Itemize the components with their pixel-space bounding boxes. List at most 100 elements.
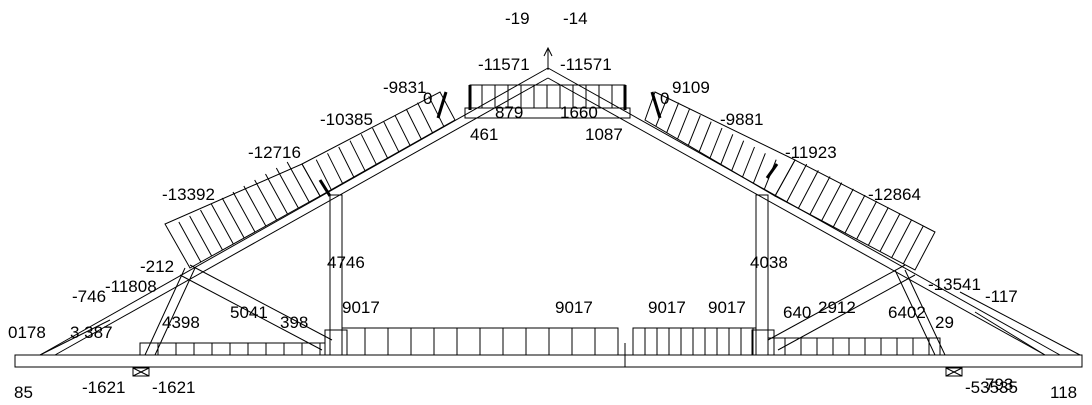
right-rafter-marker-top [650,91,662,119]
label-strut-left-b: -746 [72,287,106,306]
hatch-line [275,167,299,209]
hatch-line [405,108,422,140]
force-labels: -19 -14 -11571 -11571 -9831 0 9109 0 879… [8,9,1077,402]
hatch-line [879,213,901,252]
hatch-line [844,194,866,234]
left-rafter-bottom [54,77,549,356]
right-support [945,367,963,377]
label-tie-1: 9017 [342,298,380,317]
right-post-band [751,329,775,356]
label-post-left: 4746 [327,253,365,272]
right-strut-short-2 [894,269,936,356]
left-rafter-top [39,67,549,356]
label-rafter-right-4: -12864 [868,185,921,204]
hatch-line [687,115,701,146]
hatch-line [742,146,755,178]
right-rafter-bottom [547,77,1046,356]
label-strut-left-c: -11808 [105,277,157,296]
label-rafter-left-1: -9831 [383,78,426,97]
tie-band-mid-right [632,327,757,356]
hatch-line [394,115,411,146]
hatch-line [797,170,819,209]
hatch-line [709,127,723,159]
label-tie-2: 9017 [555,298,593,317]
hatch-line [856,200,878,240]
hatch-line [902,225,924,265]
rafter-band-hatching [178,96,924,265]
hatch-line [232,191,256,233]
label-support-right-b: 118 [1050,383,1077,402]
label-rafter-left-1b: 0 [423,89,432,108]
label-tie-3: 9017 [648,298,686,317]
label-support-left-b: -1621 [152,378,195,397]
left-rafter-marker [318,179,332,197]
label-rafter-left-4: -13392 [162,185,215,204]
hatch-line [417,102,433,133]
hatch-line [867,207,889,246]
hatch-line [286,161,310,203]
label-apex-left: -11571 [478,55,530,74]
apex-arrow [543,46,553,57]
hatch-line [189,215,213,257]
hatch-line [383,121,400,152]
hatch-line [178,221,202,263]
label-post-right: 4038 [750,253,788,272]
left-post [329,194,343,356]
label-collar-under-left: 461 [470,125,498,144]
label-strut-right-a: 640 [783,303,811,322]
hatch-line [200,209,223,251]
left-strut-short-2 [154,267,196,356]
label-bottom-left-edge: 85 [14,383,33,402]
bottom-chord [14,354,1083,368]
label-strut-right-e: -117 [985,287,1018,306]
hatch-line [891,219,913,258]
label-apex-left-top: -19 [505,9,530,28]
label-tie-4: 9017 [708,298,746,317]
hatch-line [210,203,234,245]
left-strut-short [144,267,186,356]
right-strut-short [904,269,946,356]
hatch-line [243,185,267,227]
label-heel-right-a: 793 [985,375,1013,394]
hatch-line [821,182,843,221]
label-rafter-right-1: 9109 [672,78,710,97]
label-strut-left-d: 5041 [230,303,268,322]
hatch-line [677,108,690,140]
label-strut-right-c: 6402 [888,303,926,322]
hatch-line [265,173,288,215]
force-bands [139,84,941,356]
label-strut-left-a: -212 [140,257,174,276]
right-rafter-marker [765,163,779,179]
right-eave-brace [974,311,1046,356]
hatch-line [752,153,766,184]
right-post [755,194,769,356]
label-collar-under-right: 1087 [585,125,623,144]
label-strut-right-b: 2912 [818,298,856,317]
tie-band-hatching [157,328,930,355]
hatch-line [315,159,332,190]
label-strut-left-f: 4398 [162,313,200,332]
hatch-line [720,134,734,165]
label-rafter-right-3: -11923 [785,143,837,162]
truss-members [14,46,1083,377]
hatch-line [666,102,680,133]
label-apex-right: -11571 [560,55,612,74]
hatch-line [786,163,808,203]
left-support [132,367,150,377]
right-eave-brace-2 [959,291,1081,356]
left-strut-lower [179,274,323,351]
tie-band-left [139,342,326,356]
label-strut-right-f: 29 [935,313,954,332]
hatch-line [327,153,343,184]
hatch-line [221,197,245,239]
left-strut-upper [189,264,333,341]
label-rafter-right-2: -9881 [720,110,763,129]
hatch-line [254,179,278,221]
right-strut-upper [767,264,906,341]
label-support-right-a: -53535 [965,378,1018,397]
hatch-line [731,140,745,171]
hatch-line [372,127,388,159]
left-post-band [324,329,348,356]
label-strut-left-e: 398 [280,313,308,332]
